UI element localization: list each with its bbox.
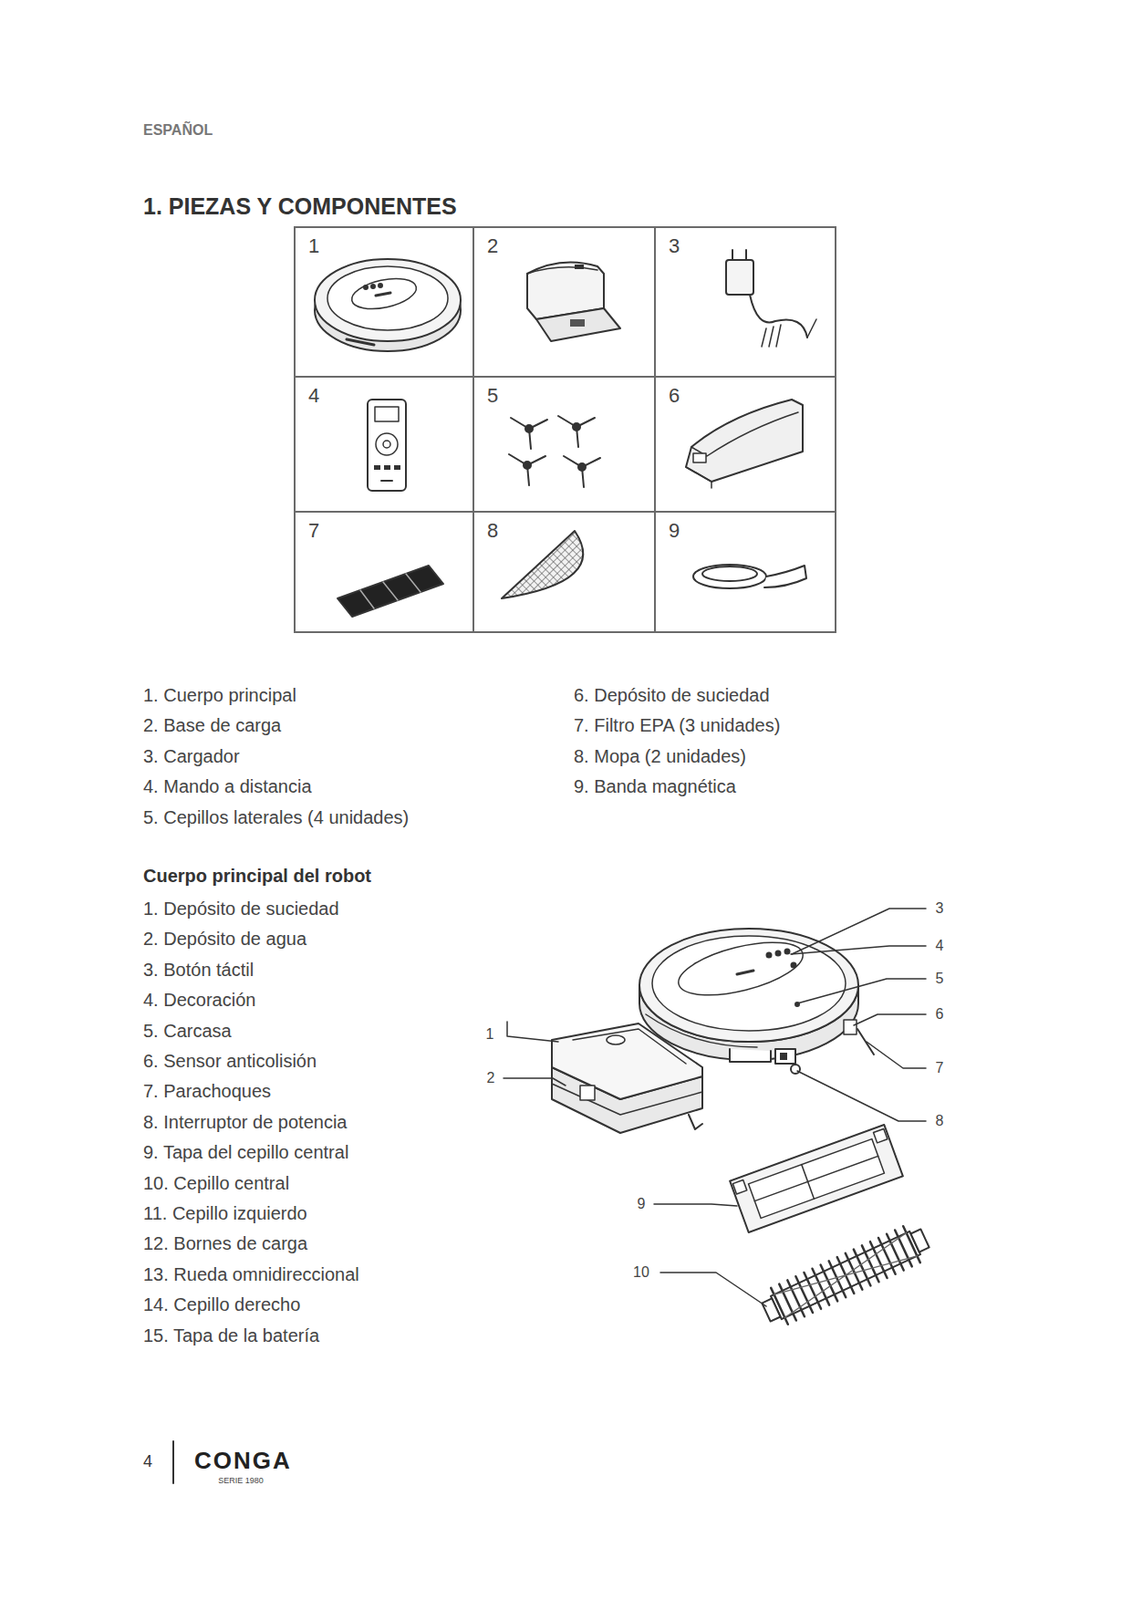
parts-list-item: 2. Depósito de agua [143, 927, 307, 950]
parts-list-item: 15. Tapa de la batería [143, 1324, 320, 1347]
cell-number: 1 [295, 228, 473, 258]
callout-number: 5 [935, 969, 945, 987]
remote-icon [367, 399, 406, 491]
cell-number: 5 [474, 377, 655, 407]
callout-number: 8 [935, 1111, 945, 1130]
component-cell: 4 [293, 375, 475, 513]
charging-base-icon [527, 262, 621, 343]
section-title: 1. PIEZAS Y COMPONENTES [143, 192, 457, 220]
callout-number: 2 [487, 1069, 496, 1087]
parts-list-item: 7. Filtro EPA (3 unidades) [573, 714, 780, 737]
roller-brush-drawing [758, 1219, 935, 1330]
parts-list-item: 14. Cepillo derecho [143, 1293, 301, 1316]
cell-number: 3 [655, 228, 835, 258]
dust-bin-drawing [551, 1023, 703, 1133]
brush-cover-drawing [729, 1124, 904, 1233]
cell-number: 9 [655, 512, 835, 542]
parts-list-item: 10. Cepillo central [143, 1172, 290, 1195]
parts-list-item: 5. Carcasa [143, 1019, 232, 1042]
parts-list-item: 3. Cargador [143, 745, 240, 768]
language-tag: ESPAÑOL [143, 121, 213, 139]
component-cell: 7 [293, 510, 475, 634]
callout-number: 9 [637, 1194, 646, 1213]
parts-list-item: 4. Mando a distancia [143, 775, 312, 798]
dust-bin-icon [685, 399, 803, 489]
parts-list-item: 8. Mopa (2 unidades) [573, 745, 747, 768]
leader-lines [503, 908, 926, 1307]
parts-list-item: 5. Cepillos laterales (4 unidades) [143, 806, 409, 829]
parts-list-item: 1. Cuerpo principal [143, 684, 297, 707]
cell-number: 6 [655, 377, 835, 407]
charger-icon [726, 249, 817, 347]
callout-number: 1 [486, 1025, 495, 1043]
magnetic-strip-icon [693, 564, 807, 589]
cell-number: 2 [474, 228, 655, 258]
component-cell: 8 [472, 510, 656, 634]
component-cell: 9 [654, 510, 837, 634]
parts-list-item: 2. Base de carga [143, 714, 281, 737]
footer-divider [172, 1441, 175, 1484]
parts-list-item: 9. Banda magnética [573, 775, 737, 798]
cell-number: 4 [295, 377, 473, 407]
parts-list-item: 3. Botón táctil [143, 958, 254, 981]
parts-list-item: 6. Sensor anticolisión [143, 1049, 317, 1072]
parts-list-item: 1. Depósito de suciedad [143, 897, 340, 920]
parts-list-item: 8. Interruptor de potencia [143, 1111, 347, 1133]
parts-list-item: 12. Bornes de carga [143, 1232, 308, 1255]
callout-number: 4 [935, 936, 945, 955]
parts-list-item: 7. Parachoques [143, 1080, 271, 1102]
cell-number: 7 [295, 512, 473, 542]
side-brushes-icon [508, 415, 601, 488]
logo-tagline: SERIE 1980 [218, 1475, 264, 1486]
parts-list-item: 6. Depósito de suciedad [573, 684, 770, 707]
callout-number: 7 [935, 1059, 945, 1077]
component-cell: 6 [654, 375, 837, 513]
parts-list-item: 13. Rueda omnidireccional [143, 1263, 360, 1286]
callout-number: 6 [935, 1005, 945, 1023]
parts-list-item: 4. Decoración [143, 988, 256, 1011]
mop-icon [501, 530, 583, 599]
brand-logo: CONGA [194, 1446, 292, 1475]
filter-icon [337, 565, 444, 617]
component-cell: 2 [472, 226, 656, 378]
component-cell: 1 [293, 226, 475, 378]
component-cell: 5 [472, 375, 656, 513]
robot-icon [314, 259, 461, 352]
page-number: 4 [143, 1452, 153, 1473]
subsection-heading: Cuerpo principal del robot [143, 864, 372, 887]
parts-list-item: 11. Cepillo izquierdo [143, 1202, 308, 1225]
callout-number: 10 [633, 1263, 650, 1281]
callout-number: 3 [935, 899, 945, 917]
cell-number: 8 [474, 512, 655, 542]
parts-list-item: 9. Tapa del cepillo central [143, 1141, 349, 1164]
component-cell: 3 [654, 226, 837, 378]
